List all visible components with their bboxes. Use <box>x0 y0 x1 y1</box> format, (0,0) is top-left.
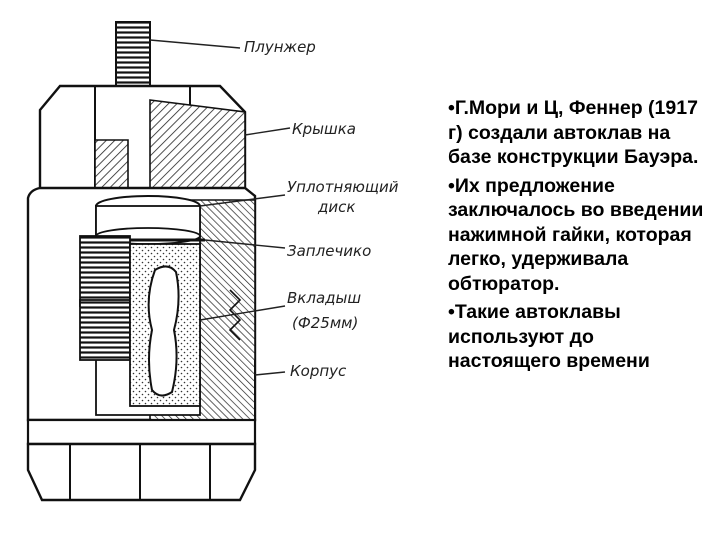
paragraph-1: •Г.Мори и Ц, Феннер (1917 г) создали авт… <box>448 97 699 168</box>
label-seal-line1: Уплотняющий <box>287 178 399 196</box>
zigzag-seal <box>228 289 242 341</box>
label-body: Корпус <box>290 362 347 380</box>
paragraph-3: •Такие автоклавы используют до настоящег… <box>448 301 650 372</box>
paragraph-2: •Их предложение заключалось во введении … <box>448 174 704 295</box>
description-text: •Г.Мори и Ц, Феннер (1917 г) создали авт… <box>448 96 710 378</box>
autoclave-drawing: Плунжер Крышка Уплотняющий диск Заплечик… <box>26 21 399 502</box>
label-cover: Крышка <box>292 120 356 138</box>
liner <box>129 243 201 407</box>
body-foot <box>26 360 257 502</box>
label-shoulder: Заплечико <box>287 242 371 260</box>
cover-nut <box>38 84 247 212</box>
label-liner-line2: (Ф25мм) <box>292 314 358 332</box>
label-liner-line1: Вкладыш <box>287 289 361 307</box>
label-seal-line2: диск <box>317 198 355 216</box>
pressure-nut <box>79 235 131 361</box>
label-plunger: Плунжер <box>244 38 316 56</box>
leader-lines <box>149 39 291 376</box>
